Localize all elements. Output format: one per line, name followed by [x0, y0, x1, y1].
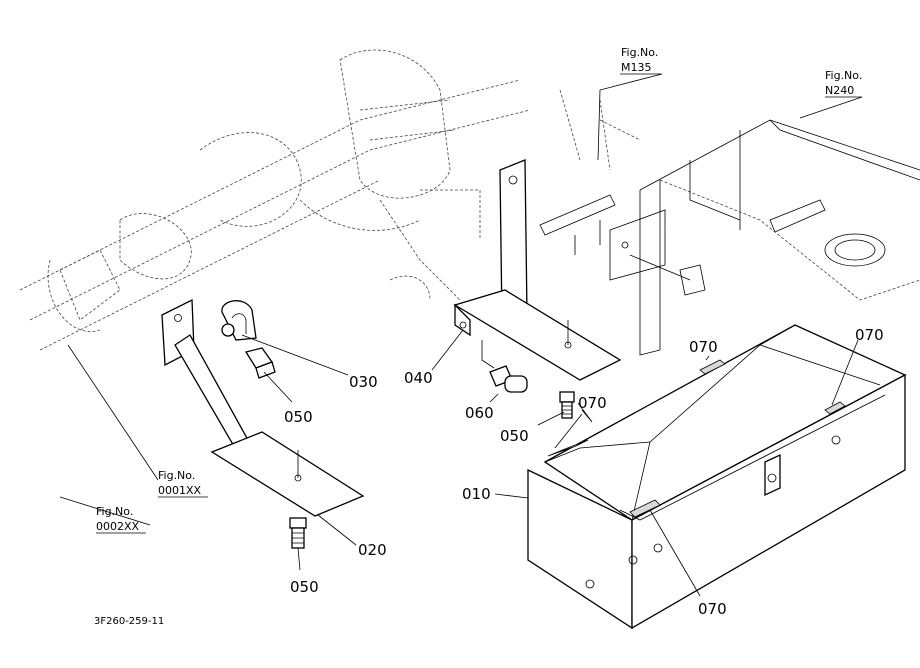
fig-ref-0001-number: 0001XX	[158, 484, 202, 497]
bracket-020	[161, 298, 365, 517]
grommet-050-b	[559, 391, 575, 419]
grommet-050-a	[244, 347, 276, 379]
part-label-050-c: 050	[290, 578, 319, 596]
part-label-070-b: 070	[689, 338, 718, 356]
part-label-030: 030	[349, 373, 378, 391]
part-label-060: 060	[465, 404, 494, 422]
leader-lines	[59, 329, 859, 597]
grommet-050-c	[289, 517, 307, 549]
part-label-020: 020	[358, 541, 387, 559]
fig-ref-n240-number: N240	[825, 84, 854, 97]
drawing-code: 3F260-259-11	[94, 616, 164, 627]
frame-n240-ghost	[639, 119, 920, 356]
part-label-070-a: 070	[578, 394, 607, 412]
part-label-010: 010	[462, 485, 491, 503]
fig-ref-0001-caption: Fig.No.	[158, 469, 195, 482]
clamp-030	[221, 300, 257, 341]
fig-ref-0002-caption: Fig.No.	[96, 505, 133, 518]
part-label-070-c: 070	[855, 326, 884, 344]
fig-ref-0002-number: 0002XX	[96, 520, 140, 533]
bracket-040	[453, 159, 622, 381]
fig-ref-m135-number: M135	[621, 61, 652, 74]
part-label-040: 040	[404, 369, 433, 387]
part-label-050-b: 050	[500, 427, 529, 445]
toolbox-010	[527, 324, 907, 630]
part-label-050-a: 050	[284, 408, 313, 426]
fig-ref-n240-caption: Fig.No.	[825, 69, 862, 82]
switch-060	[481, 340, 528, 393]
part-label-070-d: 070	[698, 600, 727, 618]
bracket-m135-ghost	[539, 194, 706, 296]
fig-ref-leaders	[96, 73, 863, 534]
fig-ref-m135-caption: Fig.No.	[621, 46, 658, 59]
machine-frame-ghost	[19, 49, 641, 351]
